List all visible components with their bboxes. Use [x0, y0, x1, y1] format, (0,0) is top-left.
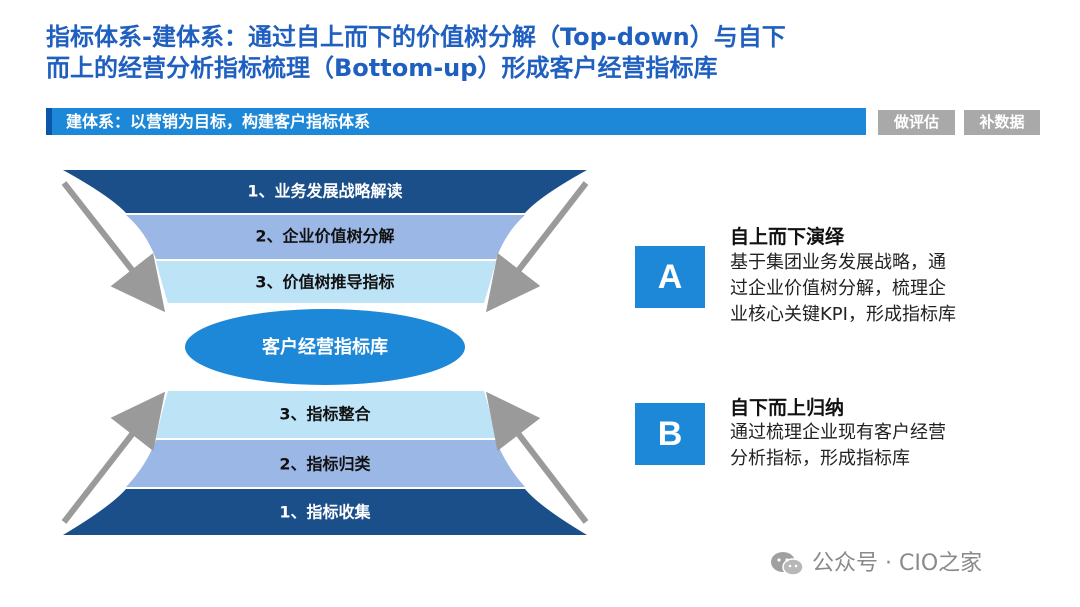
funnel-label-top-3: 3、价值树推导指标 [255, 273, 394, 292]
section-a-badge: A [635, 246, 705, 308]
funnel-layer-bottom-2 [126, 440, 525, 487]
center-oval [185, 309, 465, 385]
watermark-text: 公众号 · CIO之家 [812, 551, 983, 576]
section-a-line-3: 业核心关键KPI，形成指标库 [730, 304, 956, 325]
funnel-layer-bottom-3 [156, 391, 496, 438]
section-b-heading: 自下而上归纳 [730, 397, 845, 419]
title-line-1: 指标体系-建体系：通过自上而下的价值树分解（Top-down）与自下 [46, 23, 786, 51]
arrow-bottom-left [61, 391, 166, 524]
supplement-data-tag-button[interactable]: 补数据 [964, 110, 1040, 135]
section-a-body: 基于集团业务发展战略，通 过企业价值树分解，梳理企 业核心关键KPI，形成指标库 [730, 250, 1000, 328]
funnel-label-top-1: 1、业务发展战略解读 [247, 182, 402, 201]
funnel-layer-bottom-1 [63, 489, 587, 535]
page-title: 指标体系-建体系：通过自上而下的价值树分解（Top-down）与自下 而上的经营… [46, 22, 826, 84]
funnel-label-bottom-1: 1、指标收集 [279, 503, 371, 522]
title-line-2: 而上的经营分析指标梳理（Bottom-up）形成客户经营指标库 [46, 54, 718, 82]
assess-tag-button[interactable]: 做评估 [878, 110, 955, 135]
section-b-badge: B [635, 403, 705, 465]
section-b-line-2: 分析指标，形成指标库 [730, 448, 910, 469]
arrow-bottom-right [486, 391, 589, 524]
funnel-layer-top-2 [126, 215, 525, 259]
section-a-line-1: 基于集团业务发展战略，通 [730, 252, 946, 273]
funnel-label-bottom-3: 3、指标整合 [279, 405, 371, 424]
funnel-layer-top-1 [63, 170, 587, 213]
watermark: 公众号 · CIO之家 [770, 549, 982, 579]
section-b-line-1: 通过梳理企业现有客户经营 [730, 422, 946, 443]
funnel-layer-top-3 [156, 261, 496, 303]
section-bar: 建体系：以营销为目标，构建客户指标体系 [46, 108, 866, 135]
funnel-label-top-2: 2、企业价值树分解 [255, 227, 394, 246]
center-label: 客户经营指标库 [262, 336, 388, 358]
funnel-label-bottom-2: 2、指标归类 [279, 455, 371, 474]
arrow-top-right [485, 181, 589, 313]
wechat-icon [771, 552, 804, 576]
arrow-top-left [61, 181, 166, 313]
section-a-heading: 自上而下演绎 [730, 226, 845, 248]
section-b-body: 通过梳理企业现有客户经营 分析指标，形成指标库 [730, 420, 1000, 472]
section-a-line-2: 过企业价值树分解，梳理企 [730, 278, 946, 299]
